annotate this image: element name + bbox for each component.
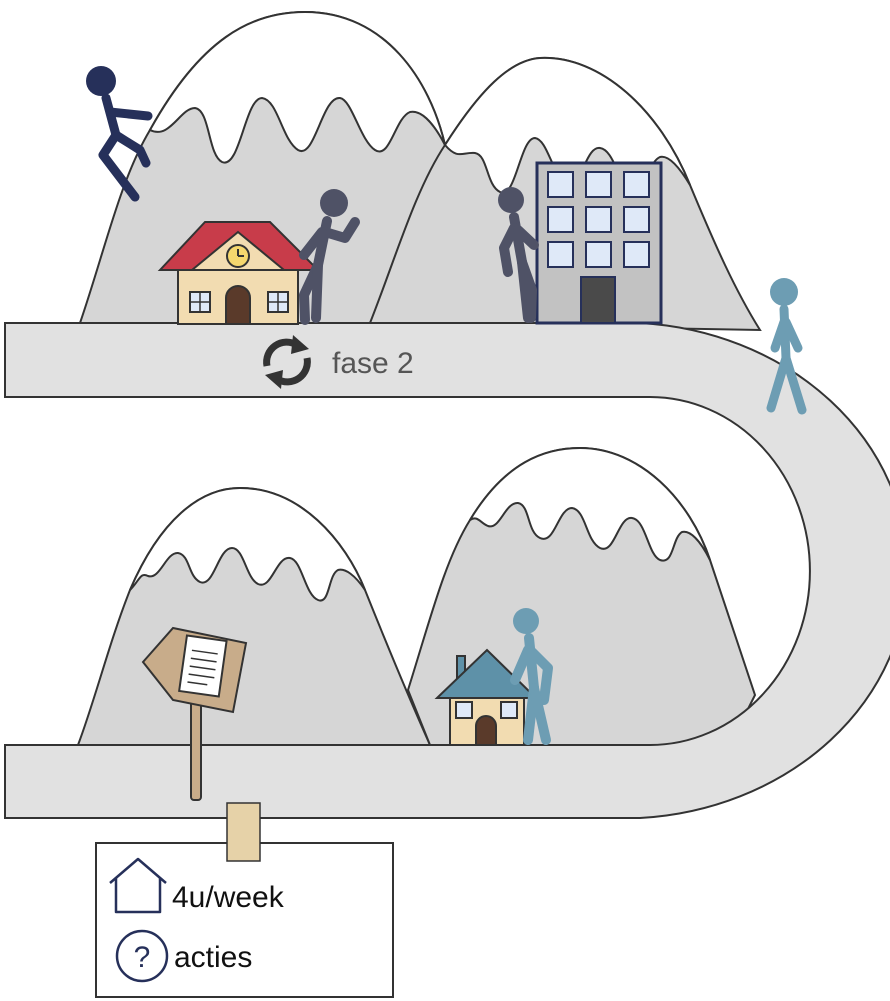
office-building [535, 161, 663, 325]
road [4, 322, 890, 819]
actions-text: acties [174, 941, 252, 974]
phase-label: fase 2 [332, 347, 414, 380]
svg-text:?: ? [134, 941, 151, 974]
question-circle-icon: ? [115, 929, 169, 983]
info-card: 4u/week ? acties [95, 802, 394, 998]
clock-icon [226, 244, 250, 268]
figure-near-office [498, 187, 539, 323]
refresh-icon [263, 335, 311, 389]
climber-figure [86, 66, 153, 202]
figure-near-small-house [510, 608, 553, 745]
signpost [141, 626, 248, 801]
tape [226, 802, 261, 862]
hours-text: 4u/week [172, 881, 285, 914]
town-hall [157, 221, 321, 325]
house-outline-icon [109, 857, 167, 914]
figure-near-town-hall [299, 189, 360, 325]
small-house [434, 648, 539, 746]
phase-marker: fase 2 [263, 335, 414, 389]
paper-note-icon [178, 634, 228, 698]
walking-figure [766, 278, 807, 415]
mountain-bottom-left [76, 486, 432, 746]
